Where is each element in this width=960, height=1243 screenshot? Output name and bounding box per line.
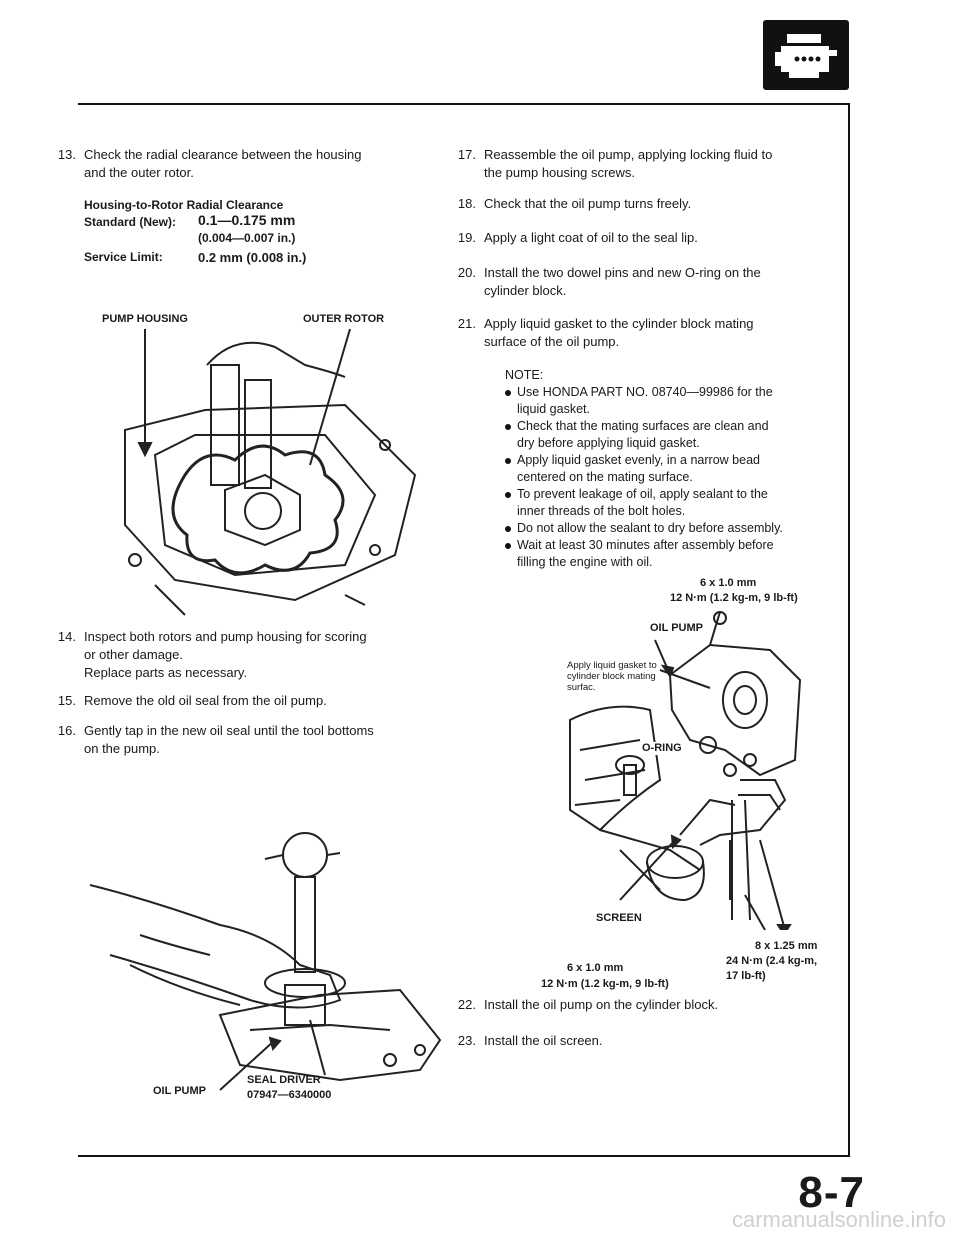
step-21-line-2: surface of the oil pump. bbox=[484, 334, 620, 349]
spec-standard-label: Standard (New): bbox=[84, 215, 177, 229]
note-item: Do not allow the sealant to dry before a… bbox=[505, 520, 845, 537]
step-19-line-1: Apply a light coat of oil to the seal li… bbox=[484, 230, 698, 245]
step-17-line-2: the pump housing screws. bbox=[484, 165, 636, 180]
fig1-label-outer-rotor: OUTER ROTOR bbox=[303, 313, 385, 325]
step-22: 22. Install the oil pump on the cylinder… bbox=[457, 997, 719, 1012]
fig3-bolt-left-torque: 12 N·m (1.2 kg-m, 9 lb-ft) bbox=[541, 978, 669, 990]
step-23: 23. Install the oil screen. bbox=[457, 1033, 603, 1048]
step-20-line-1: Install the two dowel pins and new O-rin… bbox=[484, 265, 761, 280]
spec-title: Housing-to-Rotor Radial Clearance bbox=[84, 198, 284, 212]
fig3-bolt-top-torque: 12 N·m (1.2 kg-m, 9 lb-ft) bbox=[670, 592, 798, 604]
step-19: 19. Apply a light coat of oil to the sea… bbox=[457, 230, 698, 245]
bullet-icon bbox=[505, 389, 511, 396]
bullet-icon bbox=[505, 423, 511, 430]
note-item: To prevent leakage of oil, apply sealant… bbox=[505, 486, 845, 520]
step-13-line-2: and the outer rotor. bbox=[84, 165, 194, 180]
fig3-bolt-right-size: 8 x 1.25 mm bbox=[755, 940, 818, 952]
fig3-label-oil-pump: OIL PUMP bbox=[650, 622, 703, 634]
step-14-line-3: Replace parts as necessary. bbox=[84, 665, 248, 680]
bullet-icon bbox=[505, 525, 511, 532]
step-13: 13. Check the radial clearance between t… bbox=[57, 147, 362, 180]
step-15-line-1: Remove the old oil seal from the oil pum… bbox=[84, 693, 327, 708]
step-20: 20. Install the two dowel pins and new O… bbox=[457, 265, 761, 298]
step-16-line-2: on the pump. bbox=[84, 741, 160, 756]
step-17-line-1: Reassemble the oil pump, applying lockin… bbox=[484, 147, 773, 162]
bottom-rule bbox=[78, 1155, 850, 1157]
spec-standard-in: (0.004—0.007 in.) bbox=[198, 231, 296, 245]
page-number: 8-7 bbox=[798, 1168, 865, 1217]
note-item: Wait at least 30 minutes after assembly … bbox=[505, 537, 845, 571]
step-14: 14. Inspect both rotors and pump housing… bbox=[57, 629, 367, 680]
bullet-icon bbox=[505, 542, 511, 549]
spec-standard-value: 0.1—0.175 mm bbox=[198, 212, 296, 228]
bullet-icon bbox=[505, 457, 511, 464]
fig2-label-oil-pump: OIL PUMP bbox=[153, 1085, 206, 1097]
fig2-label-part-number: 07947—6340000 bbox=[247, 1089, 332, 1101]
step-13-line-1: Check the radial clearance between the h… bbox=[84, 147, 362, 162]
seal-driver-illustration bbox=[89, 832, 442, 1091]
note-item: Apply liquid gasket evenly, in a narrow … bbox=[505, 452, 845, 486]
step-14-line-2: or other damage. bbox=[84, 647, 184, 662]
fig3-apply-note: Apply liquid gasket to cylinder block ma… bbox=[567, 660, 657, 693]
step-18: 18. Check that the oil pump turns freely… bbox=[457, 196, 692, 211]
oil-pump-installation-illustration bbox=[569, 611, 802, 930]
step-21-line-1: Apply liquid gasket to the cylinder bloc… bbox=[484, 316, 754, 331]
fig3-bolt-left-size: 6 x 1.0 mm bbox=[567, 962, 624, 974]
fig3-bolt-top-size: 6 x 1.0 mm bbox=[700, 577, 757, 589]
fig3-bolt-right-torque-2: 17 lb-ft) bbox=[726, 970, 766, 982]
fig3-bolt-right-torque-1: 24 N·m (2.4 kg-m, bbox=[726, 955, 818, 967]
right-rule bbox=[848, 103, 850, 1155]
step-21: 21. Apply liquid gasket to the cylinder … bbox=[457, 316, 754, 349]
step-20-line-2: cylinder block. bbox=[484, 283, 567, 298]
fig2-label-seal-driver: SEAL DRIVER bbox=[247, 1074, 321, 1086]
fig3-label-screen: SCREEN bbox=[596, 912, 642, 924]
step-16: 16. Gently tap in the new oil seal until… bbox=[57, 723, 374, 756]
step-16-line-1: Gently tap in the new oil seal until the… bbox=[84, 723, 374, 738]
step-23-line-1: Install the oil screen. bbox=[484, 1033, 603, 1048]
top-rule bbox=[78, 103, 850, 105]
fig1-label-pump-housing: PUMP HOUSING bbox=[102, 313, 188, 325]
engine-icon bbox=[775, 34, 837, 78]
engine-section-badge bbox=[763, 20, 849, 90]
spec-service-value: 0.2 mm (0.008 in.) bbox=[198, 250, 307, 265]
step-15: 15. Remove the old oil seal from the oil… bbox=[57, 693, 327, 708]
pump-housing-illustration bbox=[124, 328, 417, 616]
note-title: NOTE: bbox=[505, 368, 544, 382]
step-14-line-1: Inspect both rotors and pump housing for… bbox=[84, 629, 367, 644]
fig3-label-o-ring: O-RING bbox=[640, 742, 684, 755]
step-17: 17. Reassemble the oil pump, applying lo… bbox=[457, 147, 773, 180]
watermark: carmanualsonline.info bbox=[731, 1207, 946, 1232]
step-22-line-1: Install the oil pump on the cylinder blo… bbox=[484, 997, 719, 1012]
spec-service-label: Service Limit: bbox=[84, 250, 163, 264]
bullet-icon bbox=[505, 491, 511, 498]
step-18-line-1: Check that the oil pump turns freely. bbox=[484, 196, 692, 211]
note-item: Check that the mating surfaces are clean… bbox=[505, 418, 845, 452]
